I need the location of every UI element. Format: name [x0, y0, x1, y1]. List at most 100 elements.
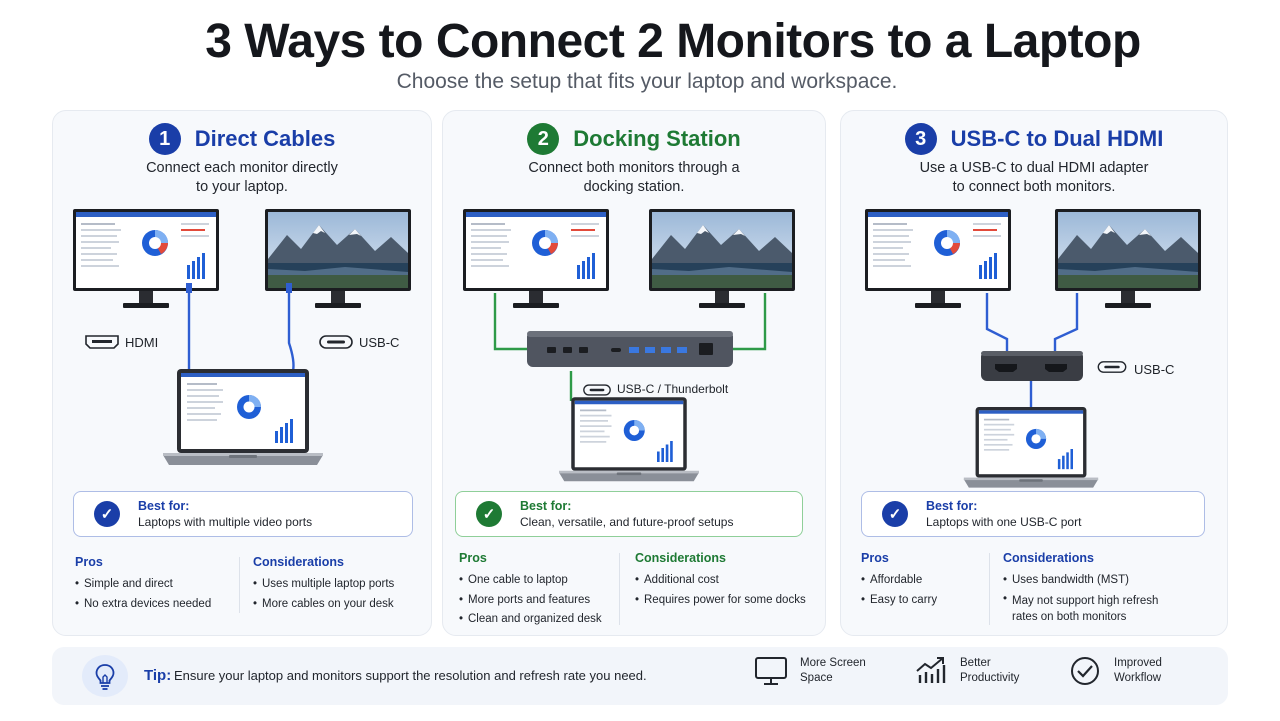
- monitor-right-icon: [265, 209, 411, 308]
- monitor-left-icon: [865, 209, 1011, 308]
- benefit-label: Better Productivity: [960, 656, 1019, 686]
- pros-list: Pros One cable to laptop More ports and …: [459, 551, 602, 630]
- considerations-heading: Considerations: [253, 555, 344, 569]
- option-card-usbc-dual-hdmi: 3 USB-C to Dual HDMI Use a USB-C to dual…: [840, 110, 1228, 636]
- tip-label: Tip:: [144, 667, 172, 684]
- hdmi-cable-right: [1053, 293, 1079, 351]
- description-line: Connect each monitor directly: [146, 160, 338, 176]
- growth-chart-icon: [916, 657, 946, 683]
- consideration-item: Additional cost: [635, 571, 806, 591]
- card-header: 1 Direct Cables: [53, 123, 431, 155]
- best-for-box: ✓ Best for: Laptops with one USB-C port: [861, 491, 1205, 537]
- benefit-label-line: More Screen: [800, 657, 866, 669]
- option-number-badge: 2: [527, 123, 560, 155]
- pro-item: More ports and features: [459, 591, 602, 611]
- card-header: 3 USB-C to Dual HDMI: [841, 123, 1227, 155]
- dual-hdmi-adapter-icon: [981, 351, 1083, 381]
- checkmark-icon: ✓: [476, 501, 502, 527]
- consideration-item: May not support high refresh rates on bo…: [1003, 591, 1183, 625]
- page-subtitle: Choose the setup that fits your laptop a…: [396, 70, 898, 93]
- pros-heading: Pros: [861, 551, 889, 565]
- benefit-label-line: Better: [960, 657, 991, 669]
- pros-list: Pros Simple and direct No extra devices …: [75, 555, 211, 614]
- best-for-text: Clean, versatile, and future-proof setup…: [520, 515, 734, 529]
- port-label-usbc: USB-C: [359, 335, 400, 350]
- benefit-label-line: Space: [800, 672, 833, 684]
- considerations-list: Considerations Uses bandwidth (MST) May …: [1003, 551, 1183, 625]
- docking-station-icon: [527, 331, 733, 367]
- benefit-more-screen-space: More Screen Space: [754, 655, 866, 687]
- card-header: 2 Docking Station: [443, 123, 825, 155]
- laptop-icon: [963, 407, 1099, 488]
- pro-item: Simple and direct: [75, 575, 211, 595]
- consideration-item: Uses bandwidth (MST): [1003, 571, 1183, 591]
- description-line: Connect both monitors through a: [528, 160, 740, 176]
- consideration-item: More cables on your desk: [253, 595, 394, 615]
- benefit-label-line: Productivity: [960, 672, 1020, 684]
- laptop-icon: [163, 369, 323, 465]
- monitor-icon: [755, 657, 787, 685]
- pro-item: Easy to carry: [861, 591, 937, 611]
- option-card-docking-station: 2 Docking Station Connect both monitors …: [442, 110, 826, 636]
- best-for-text: Laptops with one USB-C port: [926, 515, 1082, 529]
- best-for-label: Best for:: [926, 499, 978, 513]
- pros-heading: Pros: [459, 551, 487, 565]
- tip-bar: Tip: Ensure your laptop and monitors sup…: [52, 647, 1228, 705]
- monitor-left-icon: [73, 209, 219, 308]
- pro-item: One cable to laptop: [459, 571, 602, 591]
- pro-item: Affordable: [861, 571, 937, 591]
- best-for-text: Laptops with multiple video ports: [138, 515, 313, 529]
- description-line: Use a USB-C to dual HDMI adapter: [919, 160, 1149, 176]
- pro-item: Clean and organized desk: [459, 610, 602, 630]
- hdmi-cable-left: [985, 293, 1009, 351]
- option-number-badge: 1: [148, 123, 181, 155]
- port-label-thunderbolt: USB-C / Thunderbolt: [617, 382, 729, 396]
- checkmark-circle-icon: [1071, 657, 1099, 685]
- hdmi-cable: [187, 291, 195, 382]
- option-description: Use a USB-C to dual HDMI adapter to conn…: [871, 159, 1197, 197]
- description-line: to connect both monitors.: [952, 179, 1116, 195]
- pros-heading: Pros: [75, 555, 103, 569]
- usbc-cable: [287, 291, 295, 372]
- consideration-item: Uses multiple laptop ports: [253, 575, 394, 595]
- direct-cables-diagram: [73, 209, 411, 465]
- consideration-item: Requires power for some docks: [635, 591, 806, 611]
- benefit-label-line: Workflow: [1114, 672, 1162, 684]
- considerations-list: Considerations Additional cost Requires …: [635, 551, 806, 610]
- dock-cable-left: [493, 293, 527, 351]
- tip-text: Ensure your laptop and monitors support …: [174, 668, 647, 683]
- laptop-icon: [559, 397, 699, 482]
- considerations-heading: Considerations: [1003, 551, 1094, 565]
- monitor-right-icon: [649, 209, 795, 308]
- usbc-dual-hdmi-diagram: [865, 209, 1201, 488]
- best-for-box: ✓ Best for: Laptops with multiple video …: [73, 491, 413, 537]
- benefit-label: Improved Workflow: [1114, 656, 1162, 686]
- column-divider: [989, 553, 990, 625]
- column-divider: [239, 557, 240, 613]
- usbc-port-icon: [319, 335, 353, 349]
- hdmi-port-icon: [85, 335, 119, 349]
- docking-station-diagram: [463, 209, 795, 482]
- usbc-port-icon: [583, 384, 611, 396]
- monitor-left-icon: [463, 209, 609, 308]
- considerations-heading: Considerations: [635, 551, 726, 565]
- benefit-better-productivity: Better Productivity: [914, 655, 1019, 687]
- description-line: to your laptop.: [196, 179, 288, 195]
- option-title: Docking Station: [573, 126, 741, 151]
- pro-item: No extra devices needed: [75, 595, 211, 615]
- considerations-list: Considerations Uses multiple laptop port…: [253, 555, 394, 614]
- page-title: 3 Ways to Connect 2 Monitors to a Laptop: [205, 15, 1141, 68]
- lightbulb-icon: [82, 655, 128, 697]
- column-divider: [619, 553, 620, 625]
- benefit-improved-workflow: Improved Workflow: [1068, 655, 1162, 687]
- option-title: Direct Cables: [194, 126, 336, 151]
- best-for-label: Best for:: [138, 499, 190, 513]
- checkmark-icon: ✓: [882, 501, 908, 527]
- benefit-label-line: Improved: [1114, 657, 1162, 669]
- checkmark-icon: ✓: [94, 501, 120, 527]
- option-card-direct-cables: 1 Direct Cables Connect each monitor dir…: [52, 110, 432, 636]
- option-description: Connect each monitor directly to your la…: [83, 159, 401, 197]
- option-description: Connect both monitors through a docking …: [473, 159, 795, 197]
- description-line: docking station.: [583, 179, 685, 195]
